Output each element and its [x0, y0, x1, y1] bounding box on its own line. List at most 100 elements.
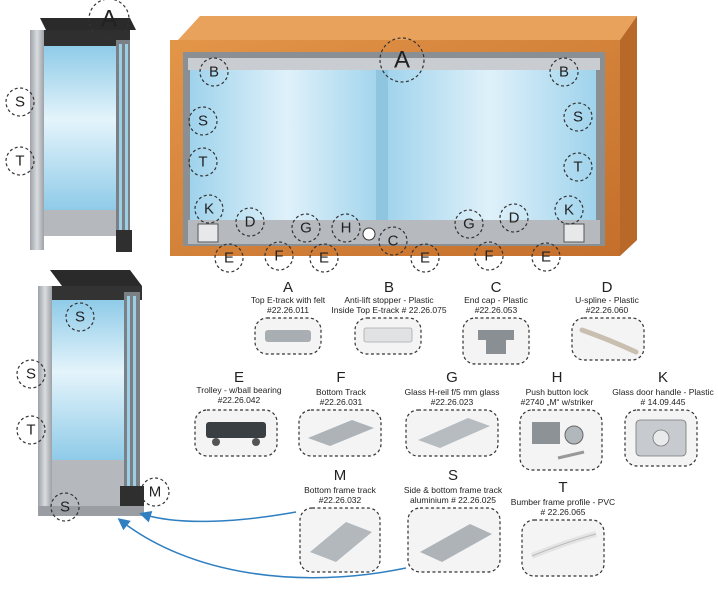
svg-text:H: H	[552, 369, 563, 386]
callout-ring-M-side-bottom: M	[140, 477, 170, 507]
side-section-bottom	[38, 270, 144, 516]
svg-text:E: E	[319, 250, 329, 267]
svg-text:Bottom frame track: Bottom frame track	[304, 485, 377, 495]
part-A: A Top E-track with felt #22.26.011	[251, 279, 326, 355]
svg-text:# 22.26.065: # 22.26.065	[541, 507, 586, 517]
svg-text:G: G	[446, 369, 458, 386]
svg-text:#2740 „M“ w/striker: #2740 „M“ w/striker	[521, 397, 594, 407]
callout-ring-B-right: B	[549, 57, 579, 87]
callout-ring-A-cabinet: A	[379, 37, 425, 83]
callout-ring-E-1: E	[214, 243, 244, 273]
svg-text:U-spline - Plastic: U-spline - Plastic	[575, 295, 640, 305]
svg-text:E: E	[234, 369, 244, 386]
cabinet-front-view	[170, 16, 637, 256]
callout-ring-B-left: B	[199, 57, 229, 87]
part-G: G Glass H-reil f/5 mm glass #22.26.023	[405, 369, 499, 457]
svg-text:K: K	[658, 369, 668, 386]
part-E: E Trolley - w/ball bearing #22.26.042	[194, 369, 282, 457]
svg-text:A: A	[101, 6, 117, 33]
callout-ring-T-right: T	[563, 152, 593, 182]
svg-text:D: D	[602, 279, 613, 296]
svg-text:Trolley - w/ball bearing: Trolley - w/ball bearing	[196, 385, 281, 395]
svg-text:Side & bottom frame track: Side & bottom frame track	[404, 485, 503, 495]
callout-ring-A-side: A	[88, 0, 130, 40]
callout-ring-D-right: D	[499, 203, 529, 233]
part-M: M Bottom frame track #22.26.032	[299, 467, 381, 573]
callout-ring-E-4: E	[531, 242, 561, 272]
callout-ring-H: H	[331, 213, 361, 243]
svg-text:F: F	[274, 248, 283, 265]
callout-ring-S-side-bottom-upper: S	[65, 302, 95, 332]
callout-ring-E-3: E	[410, 243, 440, 273]
svg-text:#22.26.023: #22.26.023	[431, 397, 474, 407]
svg-text:F: F	[484, 248, 493, 265]
svg-text:Push button lock: Push button lock	[526, 387, 590, 397]
callout-ring-S-side-bottom-foot: S	[50, 492, 80, 522]
svg-text:#22.26.031: #22.26.031	[320, 397, 363, 407]
svg-text:T: T	[198, 154, 207, 171]
part-T: T Bumber frame profile - PVC # 22.26.065	[511, 479, 615, 577]
svg-text:Top E-track with felt: Top E-track with felt	[251, 295, 326, 305]
svg-text:#22.26.053: #22.26.053	[475, 305, 518, 315]
svg-text:T: T	[558, 479, 567, 496]
svg-text:E: E	[420, 250, 430, 267]
part-F: F Bottom Track #22.26.031	[298, 369, 382, 457]
side-section-top	[30, 18, 136, 252]
svg-text:D: D	[245, 214, 256, 231]
callout-ring-S-left: S	[188, 106, 218, 136]
svg-text:S: S	[448, 467, 458, 484]
svg-text:K: K	[564, 202, 574, 219]
svg-text:C: C	[388, 233, 399, 250]
callout-ring-S-side-top: S	[5, 87, 35, 117]
svg-text:M: M	[334, 467, 347, 484]
svg-text:Glass door handle - Plastic: Glass door handle - Plastic	[612, 387, 714, 397]
callout-ring-F-right: F	[474, 241, 504, 271]
svg-text:C: C	[491, 279, 502, 296]
svg-text:F: F	[336, 369, 345, 386]
part-K: K Glass door handle - Plastic # 14.09.44…	[612, 369, 715, 467]
svg-text:G: G	[463, 216, 475, 233]
svg-text:E: E	[224, 250, 234, 267]
part-C: C End cap - Plastic #22.26.053	[462, 279, 530, 365]
callout-ring-C: C	[378, 226, 408, 256]
svg-text:S: S	[573, 109, 583, 126]
svg-text:S: S	[60, 499, 70, 516]
svg-text:Anti-lift stopper - Plastic: Anti-lift stopper - Plastic	[344, 295, 434, 305]
callout-ring-K-left: K	[194, 194, 224, 224]
svg-text:S: S	[15, 94, 25, 111]
part-D: D U-spline - Plastic #22.26.060	[571, 279, 645, 361]
svg-text:S: S	[26, 366, 36, 383]
callout-ring-G-left: G	[291, 213, 321, 243]
callout-ring-T-left: T	[188, 147, 218, 177]
callout-ring-T-side-bottom: T	[16, 415, 46, 445]
svg-text:End cap - Plastic: End cap - Plastic	[464, 295, 529, 305]
svg-text:M: M	[149, 484, 162, 501]
callout-ring-F-left: F	[264, 241, 294, 271]
svg-text:Bottom Track: Bottom Track	[316, 387, 367, 397]
svg-text:D: D	[509, 210, 520, 227]
svg-text:G: G	[300, 220, 312, 237]
svg-text:#22.26.042: #22.26.042	[218, 395, 261, 405]
callout-ring-E-2: E	[309, 243, 339, 273]
svg-text:E: E	[541, 249, 551, 266]
svg-text:H: H	[341, 220, 352, 237]
callout-ring-K-right: K	[554, 195, 584, 225]
svg-text:#22.26.060: #22.26.060	[586, 305, 629, 315]
svg-text:#22.26.011: #22.26.011	[267, 305, 309, 315]
svg-text:#22.26.032: #22.26.032	[319, 495, 362, 505]
part-B: B Anti-lift stopper - Plastic Inside Top…	[331, 279, 447, 355]
svg-text:Inside Top E-track # 22.26.07: Inside Top E-track # 22.26.075	[331, 305, 446, 315]
callout-ring-S-side-bottom-left: S	[16, 359, 46, 389]
svg-text:S: S	[198, 113, 208, 130]
callout-ring-G-right: G	[454, 209, 484, 239]
arrow-M-to-frame	[139, 510, 297, 523]
arrow-S-to-frame	[117, 518, 407, 579]
callout-ring-D-left: D	[235, 207, 265, 237]
svg-text:S: S	[75, 309, 85, 326]
svg-text:T: T	[15, 153, 24, 170]
svg-text:B: B	[384, 279, 394, 296]
svg-text:A: A	[394, 47, 410, 74]
svg-text:B: B	[209, 64, 219, 81]
svg-text:aluminium # 22.26.025: aluminium # 22.26.025	[410, 495, 496, 505]
